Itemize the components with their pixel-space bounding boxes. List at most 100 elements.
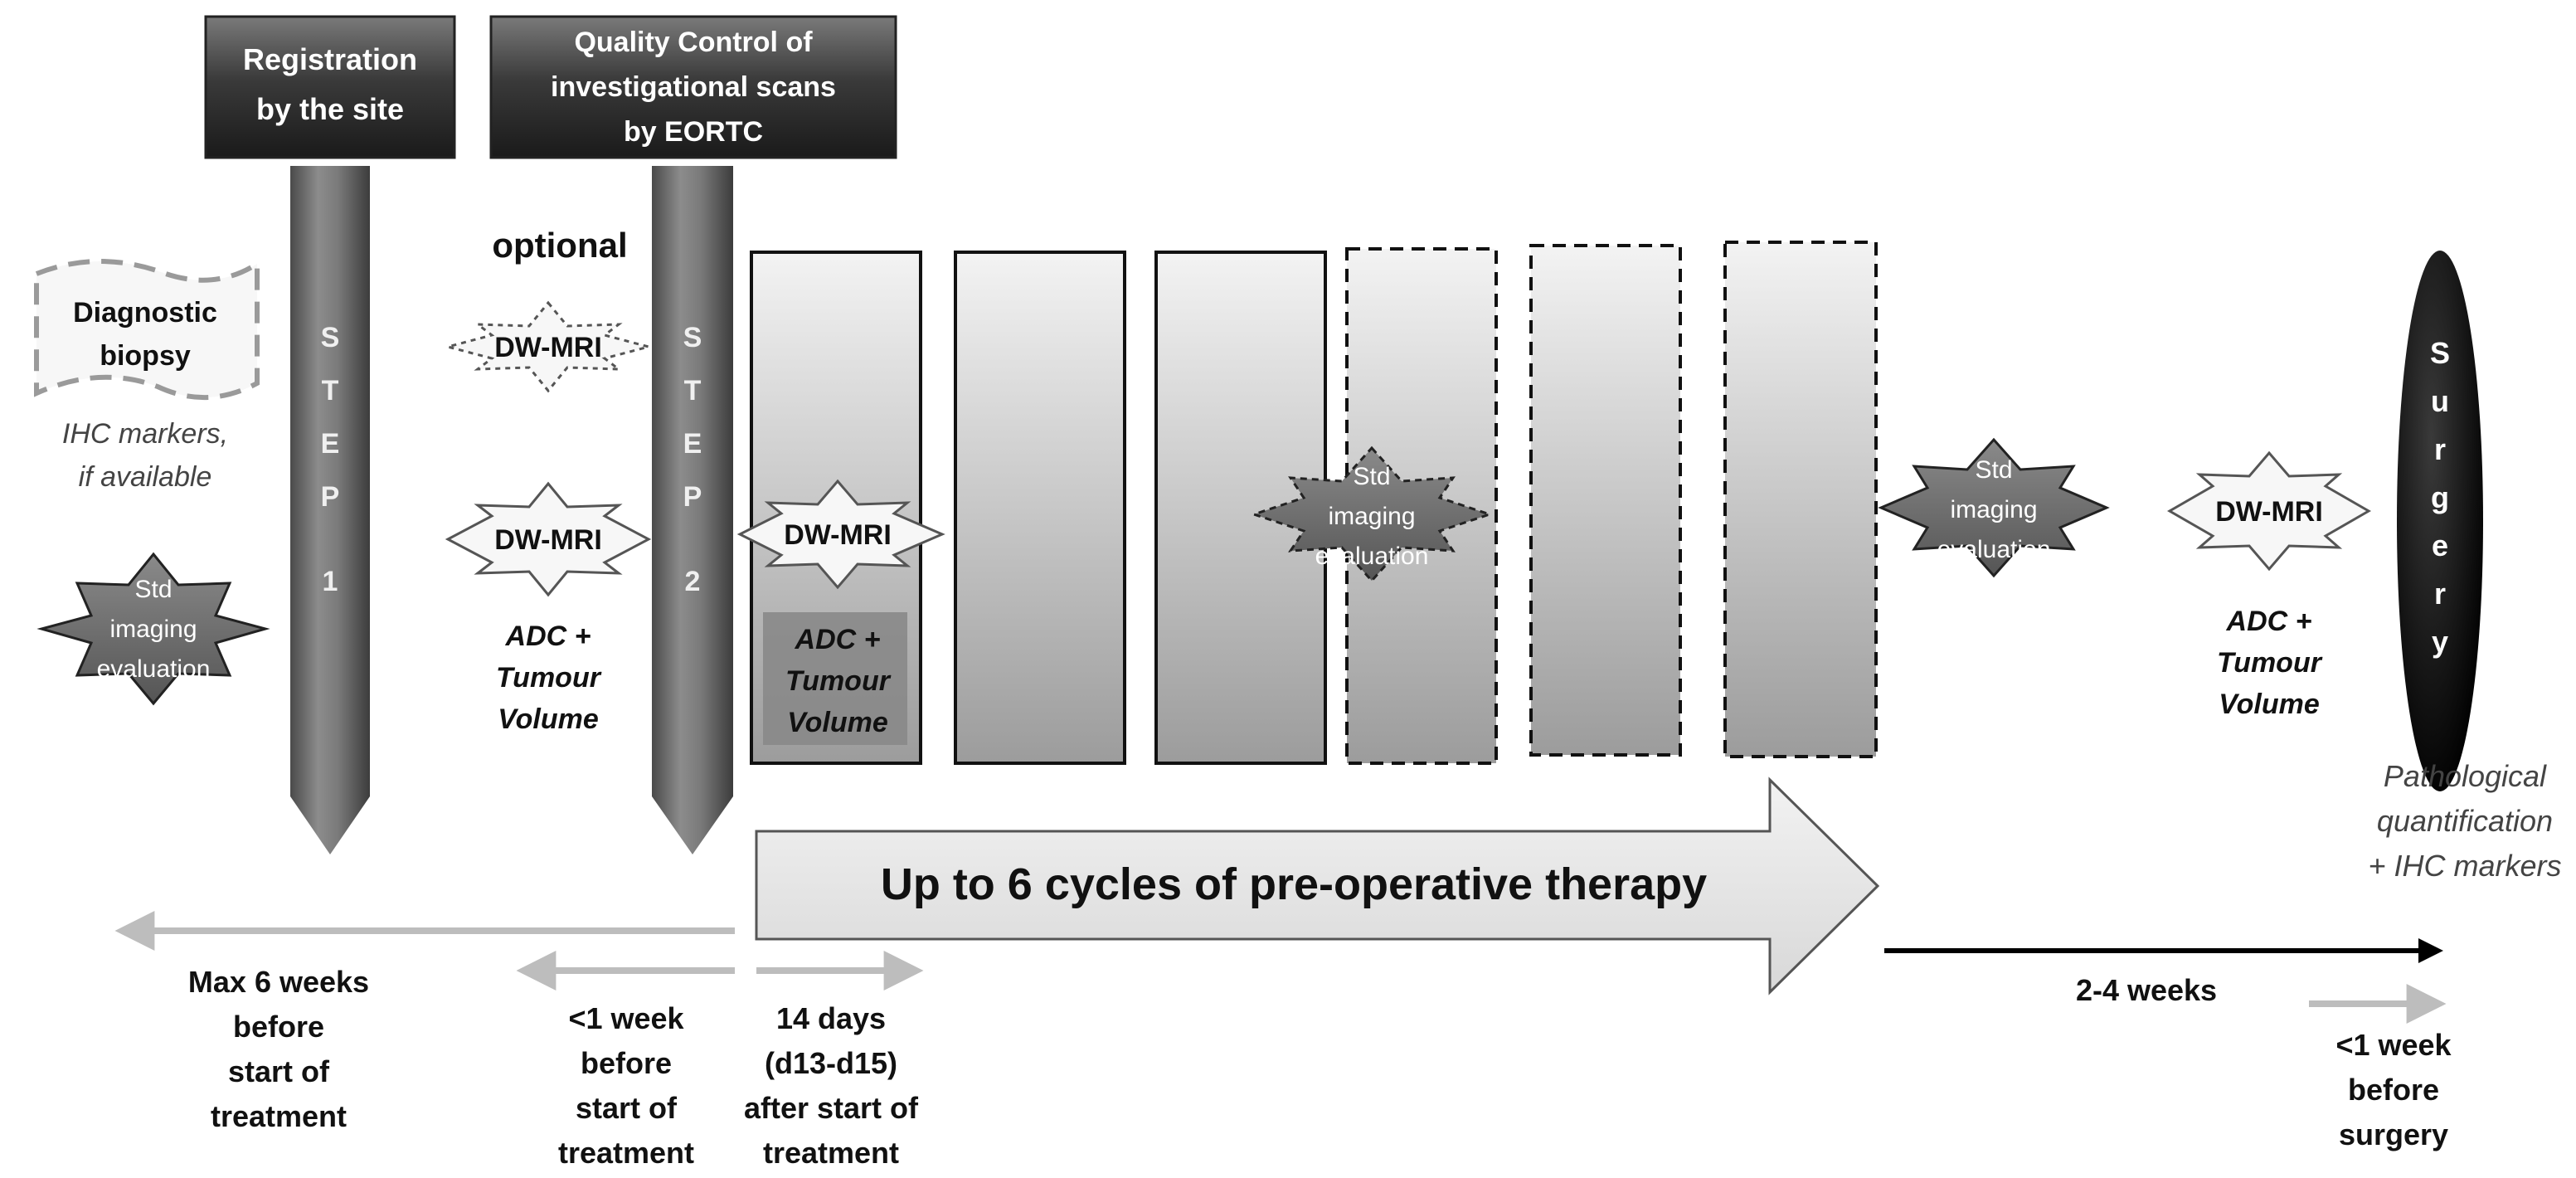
adc-presurgery-line3: Volume [2219, 689, 2320, 720]
step2-letter-t: T [684, 375, 702, 406]
adc-day14-line3: Volume [787, 707, 888, 738]
therapy-arrow-label: Up to 6 cycles of pre-operative therapy [881, 859, 1707, 909]
days14-line1: 14 days [776, 1001, 886, 1035]
step1-header-line2: by the site [256, 92, 404, 126]
pathology-label: Pathological quantification + IHC marker… [2368, 759, 2561, 883]
step2-header-line3: by EORTC [624, 116, 763, 148]
dwmri-star-optional: DW-MRI [443, 300, 654, 393]
adc-baseline: ADC + Tumour Volume [496, 621, 602, 735]
adc-baseline-line3: Volume [498, 703, 599, 735]
dwmri-optional-label: DW-MRI [494, 332, 602, 363]
std-imaging-right-line3: evaluation [1937, 536, 2051, 563]
lt1-surgery-line2: before [2348, 1073, 2439, 1107]
timeline-arrows [114, 911, 2447, 1024]
step1-vertical-label: S T E P 1 [321, 322, 340, 597]
days14-label: 14 days (d13-d15) after start of treatme… [744, 1001, 919, 1170]
std-imaging-left-line1: Std [134, 576, 172, 603]
std-imaging-left-line3: evaluation [97, 655, 211, 683]
step2-header: Quality Control of investigational scans… [489, 15, 897, 159]
cycle-box-5 [1529, 244, 1682, 757]
diagnostic-biopsy-banner: Diagnostic biopsy [34, 259, 260, 400]
dwmri-star-presurgery: DW-MRI [2166, 450, 2372, 572]
adc-presurgery: ADC + Tumour Volume [2217, 606, 2323, 720]
step1-letter-t: T [322, 375, 339, 406]
adc-baseline-line2: Tumour [496, 662, 602, 694]
pathology-line3: + IHC markers [2368, 849, 2561, 883]
lt1-treatment-line3: start of [576, 1091, 678, 1125]
step2-letter-p: P [683, 481, 702, 513]
lt1-before-treatment-label: <1 week before start of treatment [558, 1001, 694, 1170]
step1-letter-e: E [321, 428, 340, 460]
days14-line3: after start of [744, 1091, 919, 1125]
std-imaging-right-line1: Std [1975, 456, 2012, 484]
max6-line2: before [233, 1010, 324, 1044]
step2-number: 2 [685, 566, 701, 597]
adc-day14-box [763, 612, 907, 745]
dwmri-star-baseline: DW-MRI [445, 481, 652, 597]
max6-line4: treatment [211, 1099, 347, 1133]
weeks2-4-label: 2-4 weeks [2076, 973, 2217, 1007]
adc-day14-line2: Tumour [785, 665, 892, 697]
lt1-surgery-line3: surgery [2339, 1117, 2448, 1151]
adc-baseline-line1: ADC + [505, 621, 591, 652]
surgery-oval [2397, 251, 2483, 791]
diagnostic-biopsy-line1: Diagnostic [73, 297, 217, 329]
std-imaging-star-mid: Std imaging evaluation [1250, 445, 1494, 583]
std-imaging-mid-line1: Std [1353, 463, 1390, 490]
adc-day14: ADC + Tumour Volume [785, 624, 892, 738]
surgery-vertical-label: S u r g e r y [2430, 336, 2450, 659]
step1-letter-s: S [321, 322, 340, 353]
step1-header: Registration by the site [204, 15, 456, 159]
cycle-box-2 [954, 251, 1126, 765]
pathology-line2: quantification [2377, 804, 2553, 838]
optional-label: optional [492, 226, 627, 265]
step2-header-line2: investigational scans [551, 71, 836, 103]
max6-line1: Max 6 weeks [188, 965, 369, 999]
max6-line3: start of [228, 1054, 330, 1088]
lt1-treatment-line4: treatment [558, 1136, 694, 1170]
std-imaging-mid-line2: imaging [1328, 503, 1415, 530]
step1-letter-p: P [321, 481, 340, 513]
adc-day14-line1: ADC + [795, 624, 881, 655]
step1-arrow [290, 166, 370, 854]
step2-letter-s: S [683, 322, 702, 353]
pathology-line1: Pathological [2384, 759, 2547, 793]
ihc-note-line2: if available [79, 461, 212, 493]
lt1-treatment-line1: <1 week [568, 1001, 684, 1035]
ihc-note-line1: IHC markers, [62, 418, 228, 450]
surgery-letter-7: y [2432, 625, 2448, 659]
std-imaging-right-line2: imaging [1950, 496, 2037, 523]
surgery-letter-5: e [2432, 528, 2448, 562]
cycle-box-6 [1723, 241, 1878, 758]
dwmri-baseline-label: DW-MRI [494, 524, 602, 556]
std-imaging-mid-line3: evaluation [1315, 543, 1429, 570]
step2-arrow [652, 166, 733, 854]
step1-number: 1 [323, 566, 338, 597]
std-imaging-left-line2: imaging [109, 616, 197, 643]
dwmri-star-day14: DW-MRI [736, 479, 945, 590]
surgery-letter-4: g [2431, 480, 2449, 514]
max6-label: Max 6 weeks before start of treatment [188, 965, 369, 1133]
step2-vertical-label: S T E P 2 [683, 322, 702, 597]
step1-header-line1: Registration [243, 42, 417, 76]
days14-line4: treatment [763, 1136, 899, 1170]
lt1-before-surgery-label: <1 week before surgery [2335, 1028, 2452, 1151]
step2-header-line1: Quality Control of [574, 27, 813, 58]
adc-presurgery-line2: Tumour [2217, 647, 2323, 679]
std-imaging-star-left: Std imaging evaluation [36, 552, 270, 706]
therapy-arrow: Up to 6 cycles of pre-operative therapy [755, 776, 1880, 995]
lt1-treatment-line2: before [581, 1046, 672, 1080]
surgery-letter-1: S [2430, 336, 2450, 370]
step2-letter-e: E [683, 428, 702, 460]
surgery-letter-2: u [2431, 384, 2449, 418]
surgery-letter-6: r [2434, 577, 2446, 611]
days14-line2: (d13-d15) [765, 1046, 897, 1080]
adc-presurgery-line1: ADC + [2226, 606, 2312, 637]
std-imaging-star-right: Std imaging evaluation [1878, 437, 2110, 578]
lt1-surgery-line1: <1 week [2335, 1028, 2452, 1062]
diagnostic-biopsy-line2: biopsy [100, 340, 191, 372]
dwmri-day14-label: DW-MRI [784, 519, 892, 551]
dwmri-presurgery-label: DW-MRI [2215, 496, 2323, 528]
surgery-letter-3: r [2434, 432, 2446, 466]
